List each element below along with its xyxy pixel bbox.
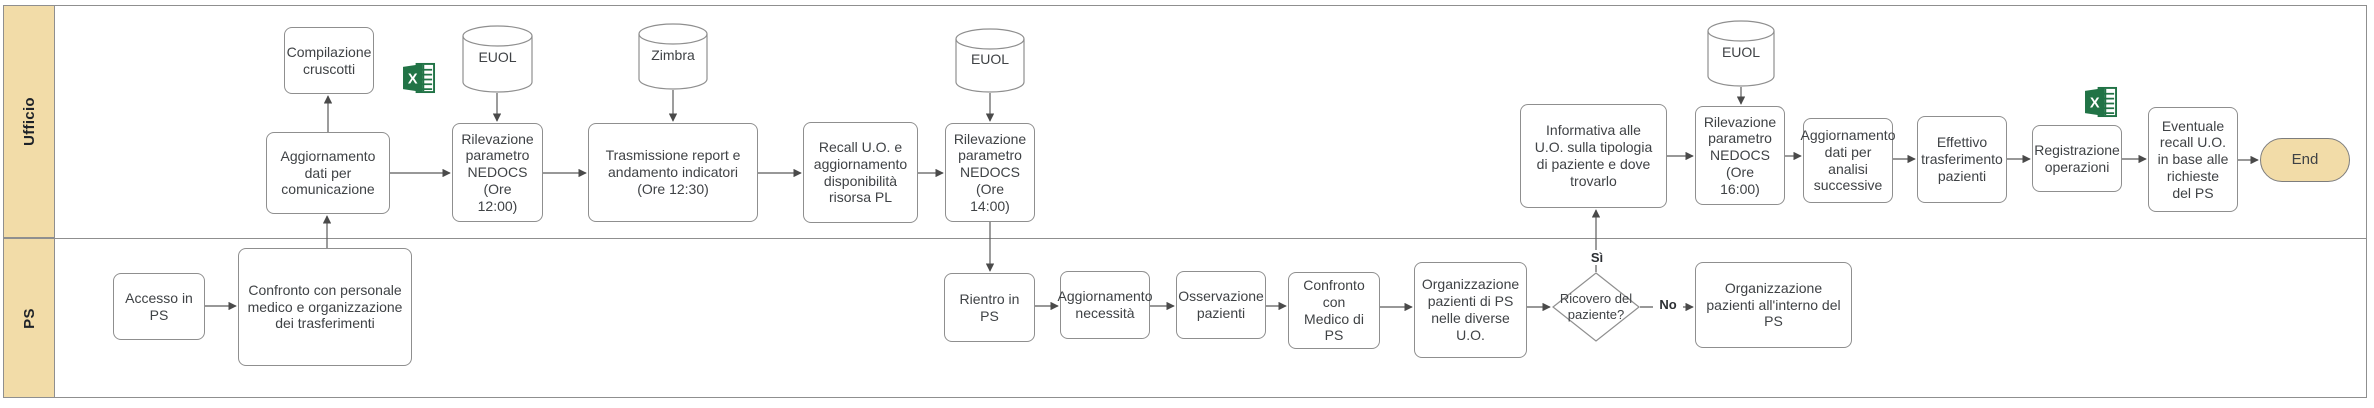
datastore-label: EUOL — [1721, 44, 1761, 61]
datastore-euol-3[interactable]: EUOL — [1707, 20, 1775, 87]
terminator-end[interactable]: End — [2260, 138, 2350, 182]
datastore-zimbra[interactable]: Zimbra — [638, 23, 708, 90]
datastore-euol-2[interactable]: EUOL — [955, 28, 1025, 93]
process-organizzazione-uo[interactable]: Organizzazione pazienti di PS nelle dive… — [1414, 262, 1527, 358]
process-confronto-personale[interactable]: Confronto con personale medico e organiz… — [238, 248, 412, 366]
datastore-label: Zimbra — [651, 47, 695, 64]
svg-text:X: X — [408, 71, 418, 87]
process-rilevazione-nedocs-1400[interactable]: Rilevazione parametro NEDOCS (Ore 14:00) — [945, 123, 1035, 222]
edge-label-si: Sì — [1584, 250, 1610, 265]
datastore-label: EUOL — [970, 51, 1010, 68]
process-organizzazione-ps[interactable]: Organizzazione pazienti all'interno del … — [1695, 262, 1852, 348]
cylinder-shape — [955, 28, 1025, 93]
lane-header-ufficio[interactable]: Ufficio — [3, 5, 55, 238]
process-trasmissione-report[interactable]: Trasmissione report e andamento indicato… — [588, 123, 758, 222]
process-aggiornamento-dati-comunicazione[interactable]: Aggiornamento dati per comunicazione — [266, 132, 390, 214]
datastore-euol-1[interactable]: EUOL — [462, 25, 533, 93]
process-aggiornamento-necessita[interactable]: Aggiornamento necessità — [1058, 271, 1152, 339]
edge-label-no: No — [1653, 297, 1683, 312]
decision-ricovero-paziente[interactable]: Ricovero del paziente? — [1552, 272, 1640, 342]
process-aggiornamento-dati-analisi[interactable]: Aggiornamento dati per analisi successiv… — [1801, 118, 1895, 203]
process-rilevazione-nedocs-1200[interactable]: Rilevazione parametro NEDOCS (Ore 12:00) — [452, 123, 543, 222]
lane-header-ps[interactable]: PS — [3, 238, 55, 398]
process-effettivo-trasferimento[interactable]: Effettivo trasferimento pazienti — [1917, 116, 2007, 203]
process-accesso-ps[interactable]: Accesso in PS — [113, 273, 205, 340]
svg-text:X: X — [2090, 95, 2100, 111]
process-informativa-uo[interactable]: Informativa alle U.O. sulla tipologia di… — [1520, 104, 1667, 208]
excel-icon[interactable]: X — [2083, 86, 2120, 123]
process-confronto-medico[interactable]: Confronto con Medico di PS — [1288, 272, 1380, 349]
excel-icon[interactable]: X — [403, 62, 436, 99]
process-recall-uo[interactable]: Recall U.O. e aggiornamento disponibilit… — [803, 122, 918, 223]
cylinder-shape — [462, 25, 533, 93]
process-registrazione-operazioni[interactable]: Registrazione operazioni — [2032, 125, 2122, 192]
datastore-label: EUOL — [478, 49, 517, 66]
process-osservazione-pazienti[interactable]: Osservazione pazienti — [1176, 271, 1266, 339]
cylinder-shape — [1707, 20, 1775, 87]
decision-label: Ricovero del paziente? — [1559, 291, 1633, 322]
diamond-shape — [1552, 272, 1640, 342]
process-eventuale-recall[interactable]: Eventuale recall U.O. in base alle richi… — [2148, 107, 2238, 212]
process-compilazione-cruscotti[interactable]: Compilazione cruscotti — [284, 27, 374, 94]
cylinder-shape — [638, 23, 708, 90]
process-rilevazione-nedocs-1600[interactable]: Rilevazione parametro NEDOCS (Ore 16:00) — [1695, 106, 1785, 205]
lane-divider — [3, 238, 2367, 239]
process-rientro-ps[interactable]: Rientro in PS — [944, 273, 1035, 342]
